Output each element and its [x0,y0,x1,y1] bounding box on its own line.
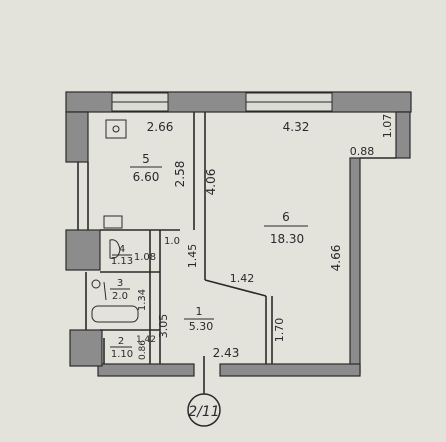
room-2-area: 1.10 [111,349,133,360]
dim-hall-a: 1.45 [186,244,199,269]
grid-axis-label: 2/11 [188,404,219,420]
dim-bath-a: 1.34 [137,289,148,311]
dim-wall-right: 1.07 [381,114,394,139]
interior-walls [77,112,396,364]
room-5-area: 6.60 [133,170,160,184]
dim-hall-b: 1.42 [230,272,255,285]
room-3-number: 3 [117,278,123,289]
dim-small-b: 0.86 [138,340,148,360]
grid-axis-marker: 2/11 [187,356,221,427]
dim-window-step: 0.88 [350,145,375,158]
dim-wc-a: 1.08 [134,252,156,263]
room-6-area: 18.30 [270,232,304,246]
room-3-area: 2.0 [112,291,128,302]
dim-main-length: 4.66 [329,245,343,272]
dim-partition: 4.06 [204,169,218,196]
room-2-number: 2 [118,336,124,347]
room-6-number: 6 [282,210,290,224]
dim-wc-b: 1.0 [164,236,180,247]
dim-hall-c: 1.70 [273,318,286,343]
room-4-number: 4 [119,244,125,255]
fixtures [91,119,139,323]
dim-small-a: 1.42 [136,335,156,345]
room-5-number: 5 [142,152,150,166]
dim-hall-d: 3.05 [157,314,170,339]
dim-kitchen-length: 2.58 [173,161,187,188]
room-labels: 5 6.60 6 18.30 1 5.30 4 1.13 3 2.0 2 1.1… [110,152,308,360]
room-1-area: 5.30 [189,320,214,333]
dim-hall-e: 2.43 [213,346,240,360]
dim-main-width: 4.32 [283,120,310,134]
room-4-area: 1.13 [111,256,133,267]
dim-kitchen-width: 2.66 [147,120,174,134]
outer-walls [65,91,412,377]
dimension-labels: 2.66 4.32 1.07 0.88 2.58 4.06 4.66 1.45 … [134,114,394,360]
room-1-number: 1 [196,305,203,318]
